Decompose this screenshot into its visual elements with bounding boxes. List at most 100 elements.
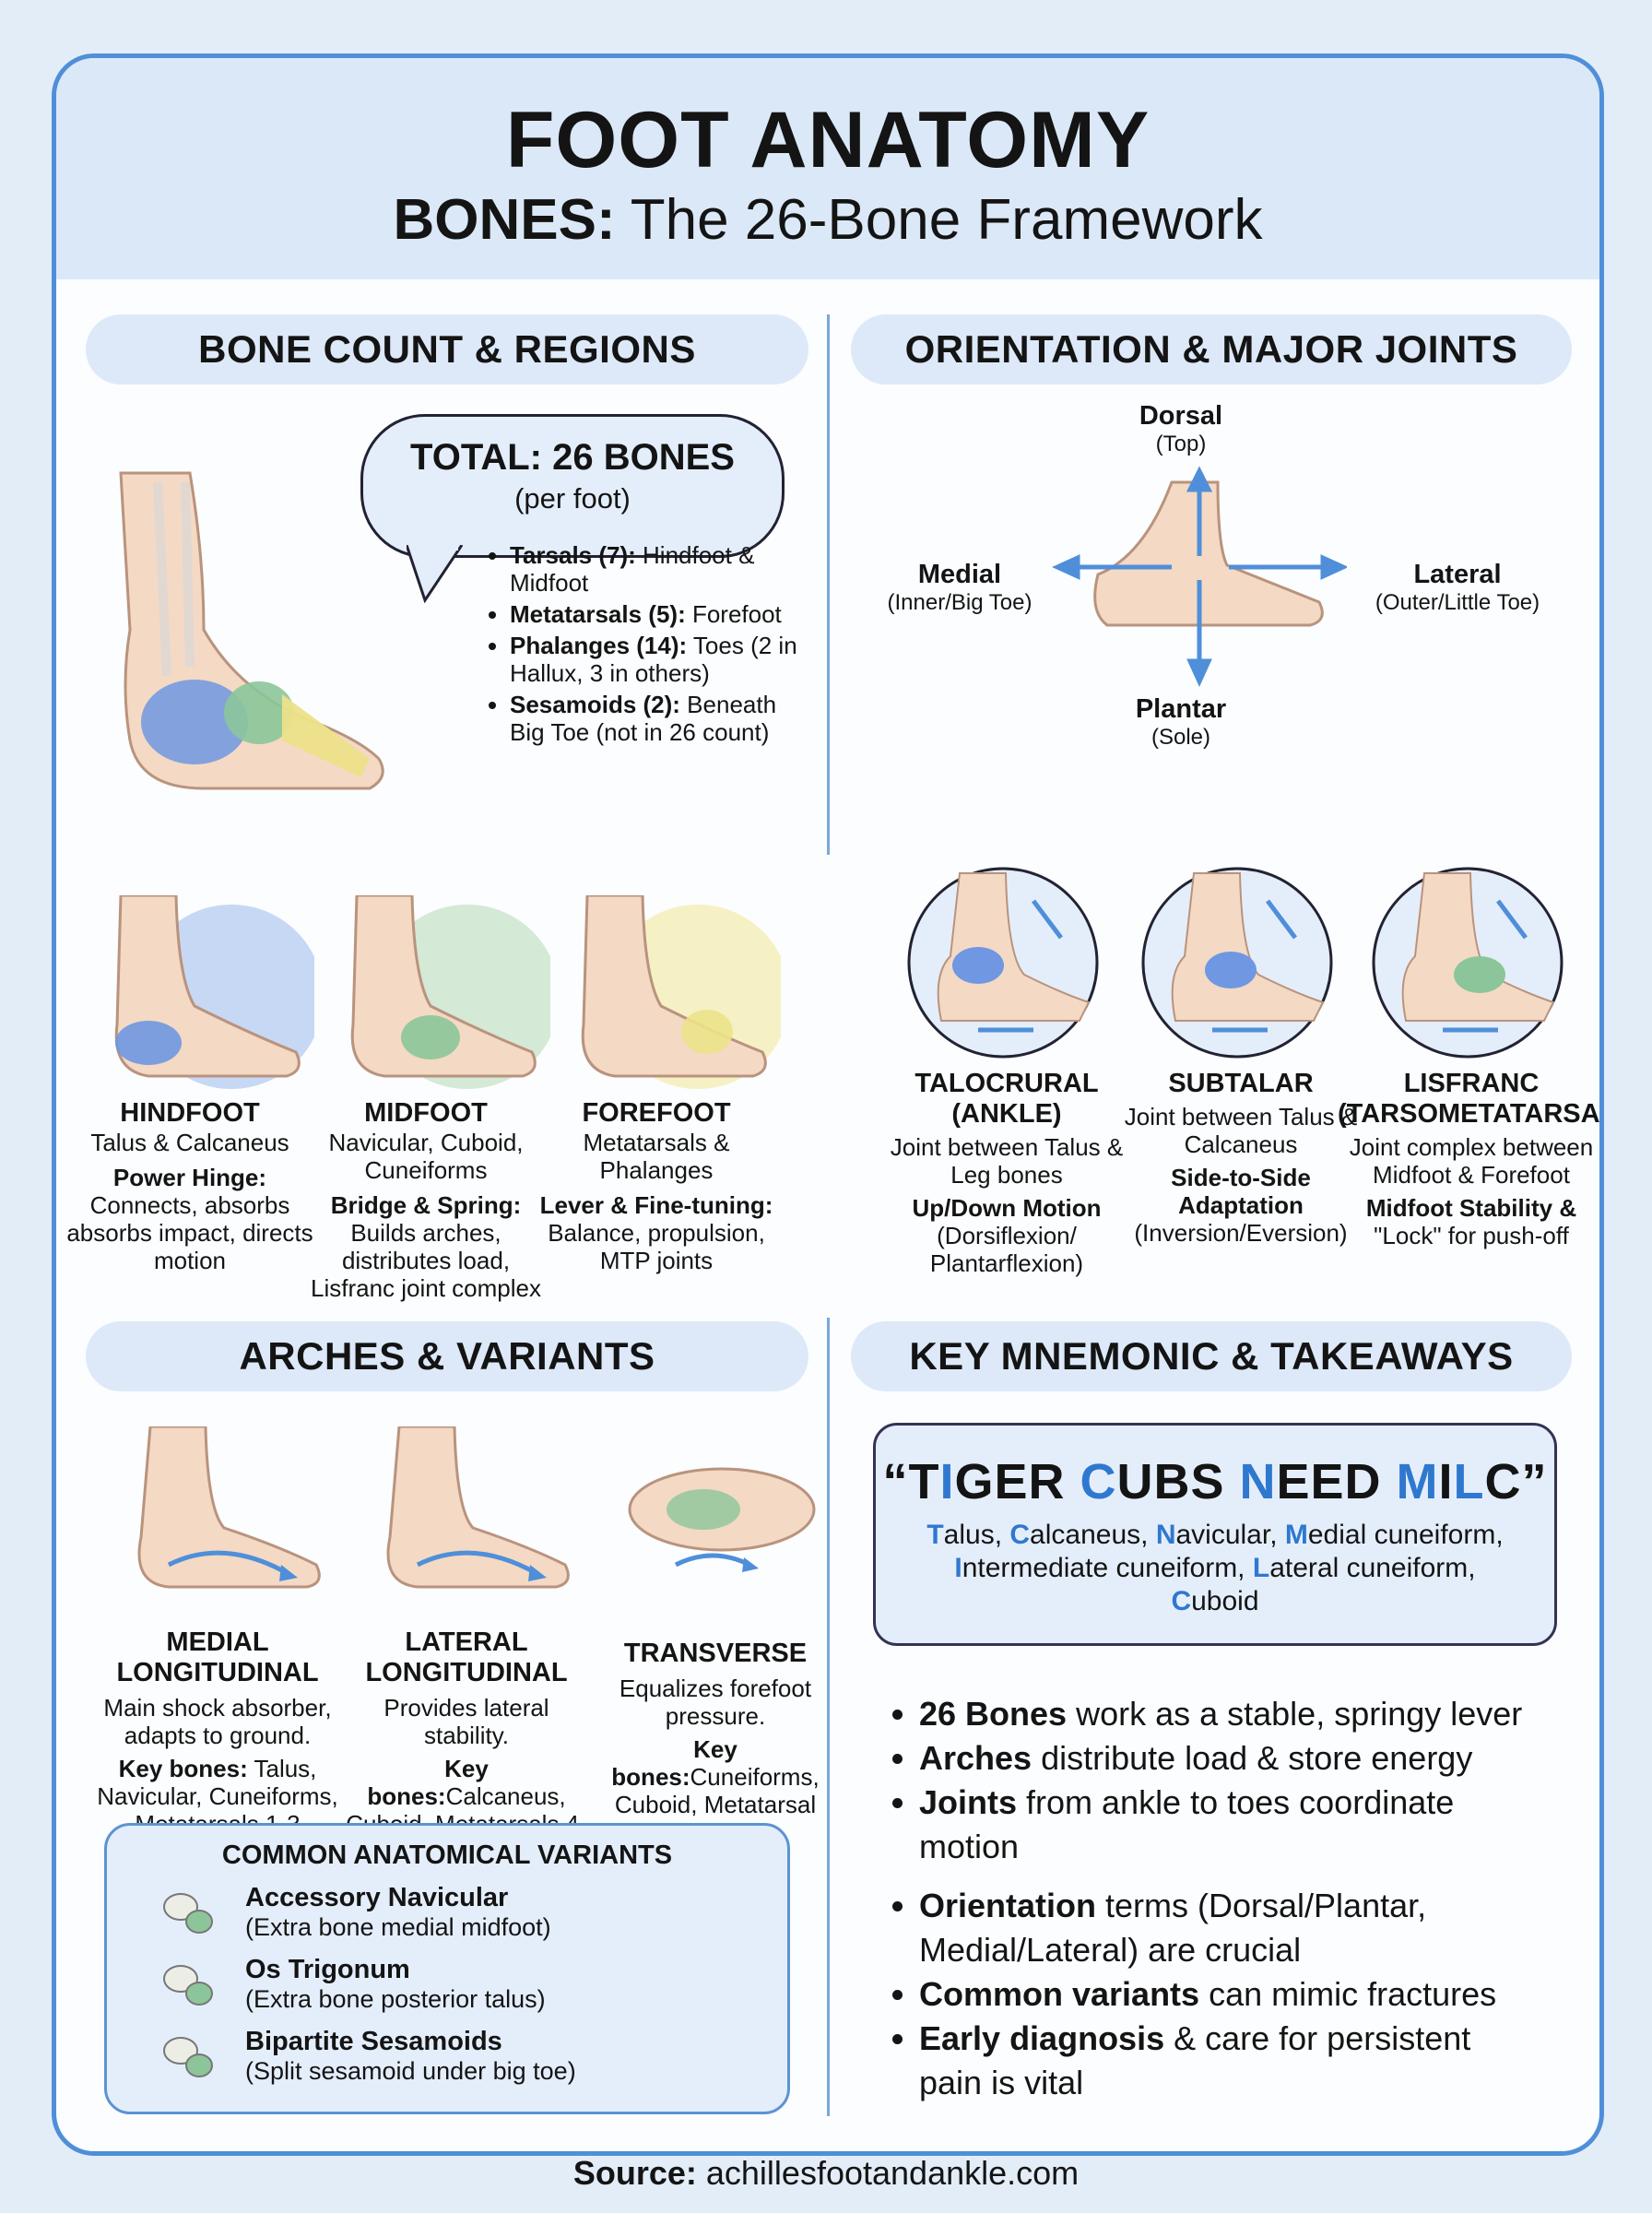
mnemonic-letter: I xyxy=(1438,1454,1454,1509)
joint-motion: Midfoot Stability & xyxy=(1365,1194,1577,1222)
variant-bone-icon xyxy=(163,2037,213,2077)
mnemonic-letter: UBS xyxy=(1116,1454,1240,1509)
takeaway-rest: & care for persistent pain is vital xyxy=(919,2019,1471,2101)
forefoot-bones-icon xyxy=(282,694,370,777)
takeaway-item: Orientation terms (Dorsal/Plantar, Media… xyxy=(919,1884,1531,1972)
mnemonic-text: C xyxy=(1171,1586,1192,1616)
plantar-label: Plantar (Sole) xyxy=(1135,694,1227,750)
source-label: Source: xyxy=(572,2154,697,2192)
subtitle-rest: The 26-Bone Framework xyxy=(615,188,1263,252)
column-divider-top xyxy=(827,314,830,855)
takeaway-item: Joints from ankle to toes coordinate mot… xyxy=(919,1781,1531,1869)
mnemonic-line-1: Talus, Calcaneus, Navicular, Medial cune… xyxy=(876,1520,1554,1551)
region-desc: Balance, propulsion, MTP joints xyxy=(548,1219,765,1274)
takeaway-rest: from ankle to toes coordinate motion xyxy=(919,1783,1455,1865)
bone-group-name: Sesamoids (2): xyxy=(510,691,680,718)
total-bubble: TOTAL: 26 BONES (per foot) xyxy=(360,414,785,558)
joint-desc: Joint complex between Midfoot & Forefoot xyxy=(1349,1133,1594,1189)
arch-key-label: Key bones: xyxy=(367,1755,489,1810)
mnemonic-text: edial cuneiform, xyxy=(1307,1520,1504,1550)
arch-desc: Equalizes forefoot pressure. xyxy=(619,1675,812,1730)
mnemonic-letter: C xyxy=(1484,1454,1522,1509)
mnemonic-letter: C xyxy=(1080,1454,1117,1509)
joint-name: LISFRANC (TARSOMETATARSAL) xyxy=(1338,1069,1604,1129)
joint-detail: (Dorsiflexion/ Plantarflexion) xyxy=(929,1222,1084,1277)
bone-list-item: Phalanges (14): Toes (2 in Hallux, 3 in … xyxy=(510,632,801,687)
arch-illustration-0 xyxy=(137,1426,321,1589)
hindfoot-bones-icon xyxy=(141,680,248,764)
takeaway-bold: 26 Bones xyxy=(919,1695,1068,1733)
variant-item: Bipartite Sesamoids(Split sesamoid under… xyxy=(245,2027,761,2086)
region-role: Power Hinge: xyxy=(112,1164,267,1191)
lateral-label: Lateral (Outer/Little Toe) xyxy=(1375,560,1540,615)
region-name: HINDFOOT xyxy=(120,1098,260,1128)
joint-detail: "Lock" for push-off xyxy=(1374,1222,1569,1249)
mnemonic-letter: I xyxy=(939,1454,955,1509)
joint-illustration-0 xyxy=(907,867,1099,1059)
mnemonic-text: uboid xyxy=(1191,1586,1259,1616)
region-desc: Connects, absorbs absorbs impact, direct… xyxy=(66,1191,313,1274)
bone-group-desc: Toes (2 in Hallux, 3 in others) xyxy=(510,632,797,687)
variant-desc: (Extra bone medial midfoot) xyxy=(245,1913,551,1941)
mnemonic-text: L xyxy=(1252,1553,1270,1583)
medial-label: Medial (Inner/Big Toe) xyxy=(887,560,1032,615)
mnemonic-text: alcaneus, xyxy=(1030,1520,1156,1550)
mnemonic-text: alus, xyxy=(943,1520,1010,1550)
joint-detail: (Inversion/Eversion) xyxy=(1134,1219,1348,1247)
region-role: Bridge & Spring: xyxy=(330,1191,522,1219)
bone-list: Tarsals (7): Hindfoot & MidfootMetatarsa… xyxy=(488,541,801,750)
column-divider-bottom xyxy=(827,1318,830,2116)
dorsal-label: Dorsal (Top) xyxy=(1139,401,1223,456)
variant-item: Accessory Navicular(Extra bone medial mi… xyxy=(245,1883,761,1942)
takeaway-rest: distribute load & store energy xyxy=(1032,1739,1473,1777)
mnemonic-text: ateral cuneiform, xyxy=(1269,1553,1476,1583)
arch-name: LATERAL LONGITUDINAL xyxy=(365,1627,568,1687)
foot-bones-illustration xyxy=(119,471,384,790)
page-subtitle: BONES: The 26-Bone Framework xyxy=(56,187,1599,253)
takeaway-rest: can mimic fractures xyxy=(1199,1975,1497,2013)
takeaway-item: 26 Bones work as a stable, springy lever xyxy=(919,1692,1531,1736)
mnemonic-text: T xyxy=(926,1520,944,1550)
arch-key-label: Key bones: xyxy=(118,1755,248,1782)
mnemonic-letter: M xyxy=(1396,1454,1439,1509)
variant-desc: (Extra bone posterior talus) xyxy=(245,1985,546,2013)
section-bone-count: BONE COUNT & REGIONS xyxy=(86,314,808,385)
takeaway-item: Arches distribute load & store energy xyxy=(919,1736,1531,1781)
joint-card-0: TALOCRURAL (ANKLE)Joint between Talus & … xyxy=(873,1069,1140,1277)
joint-name: SUBTALAR xyxy=(1168,1069,1314,1098)
variant-name: Accessory Navicular xyxy=(245,1883,509,1912)
joint-illustration-2 xyxy=(1372,867,1564,1059)
mnemonic-letter: EED xyxy=(1276,1454,1397,1509)
source-line: Source: achillesfootandankle.com xyxy=(0,2154,1652,2193)
takeaway-bold: Orientation xyxy=(919,1887,1097,1924)
takeaway-item: Early diagnosis & care for persistent pa… xyxy=(919,2017,1531,2105)
midfoot-illustration xyxy=(350,895,550,1089)
section-orientation: ORIENTATION & MAJOR JOINTS xyxy=(851,314,1572,385)
hindfoot-illustration xyxy=(114,895,314,1089)
mnemonic-line-2: Intermediate cuneiform, Lateral cuneifor… xyxy=(876,1553,1554,1584)
arch-name: MEDIAL LONGITUDINAL xyxy=(116,1627,319,1687)
orientation-compass xyxy=(1052,466,1347,688)
variant-name: Bipartite Sesamoids xyxy=(245,2027,502,2056)
total-sub: (per foot) xyxy=(514,482,631,515)
mnemonic-text: N xyxy=(1155,1520,1176,1550)
mnemonic-line-3: Cuboid xyxy=(876,1586,1554,1617)
mnemonic-text: ntermediate cuneiform, xyxy=(962,1553,1253,1583)
joint-card-2: LISFRANC (TARSOMETATARSAL)Joint complex … xyxy=(1338,1069,1604,1249)
arch-key-label: Key bones: xyxy=(611,1735,738,1791)
takeaway-bold: Joints xyxy=(919,1783,1018,1821)
region-name: MIDFOOT xyxy=(364,1098,488,1128)
joint-illustration-1 xyxy=(1141,867,1333,1059)
joint-desc: Joint between Talus & Leg bones xyxy=(890,1133,1124,1189)
arch-key-bones: Key bones:Cuneiforms, Cuboid, Metatarsal… xyxy=(591,1735,840,1846)
arch-illustration-2 xyxy=(628,1467,816,1572)
takeaway-item: Common variants can mimic fractures xyxy=(919,1972,1531,2017)
bone-list-item: Sesamoids (2): Beneath Big Toe (not in 2… xyxy=(510,691,801,746)
region-bones: Talus & Calcaneus xyxy=(90,1129,289,1156)
variants-box: COMMON ANATOMICAL VARIANTS Accessory Nav… xyxy=(104,1823,790,2114)
